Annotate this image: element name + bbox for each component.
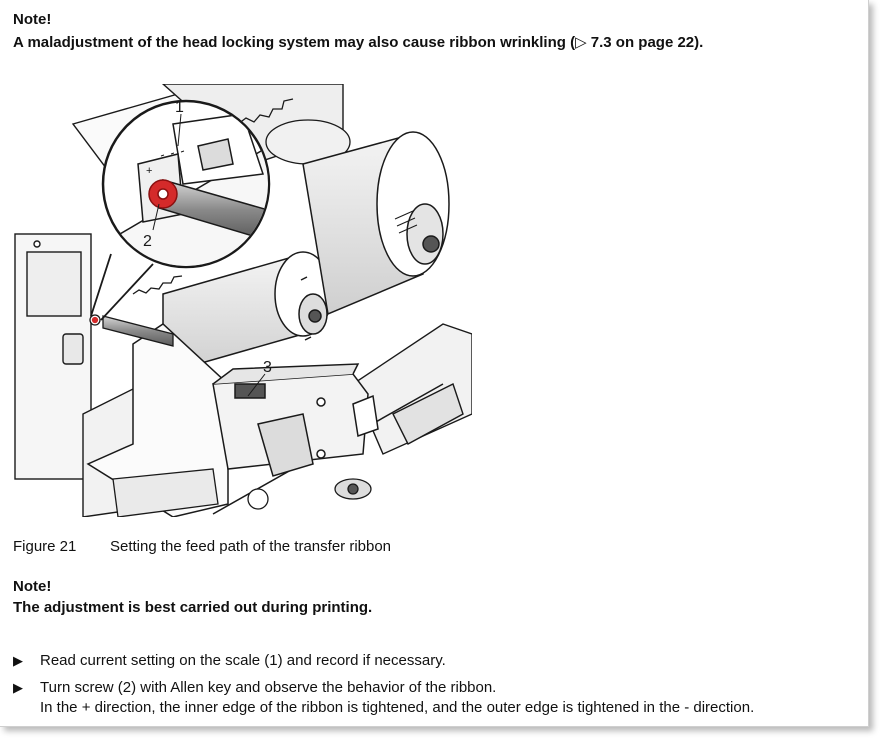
svg-text:+: + <box>146 165 152 177</box>
callout-1: 1 <box>175 99 184 116</box>
ribbon-deflection-shaft <box>89 314 174 347</box>
figure-number: Figure 21 <box>13 538 77 555</box>
note-text-2: The adjustment is best carried out durin… <box>13 599 373 616</box>
figure-caption-text: Setting the feed path of the transfer ri… <box>110 538 392 555</box>
note-heading: Note! <box>13 11 52 28</box>
printer-ribbon-diagram: + 1 2 3 <box>14 84 472 517</box>
callout-3: 3 <box>263 359 272 376</box>
note-text: A maladjustment of the head locking syst… <box>13 34 704 51</box>
step-text-continued: In the + direction, the inner edge of th… <box>40 699 755 716</box>
note-heading-2: Note! <box>13 578 52 595</box>
step-item: ▶ Turn screw (2) with Allen key and obser… <box>13 678 754 718</box>
detail-magnifier: + <box>90 99 271 397</box>
bullet-triangle-icon: ▶ <box>13 680 23 695</box>
callout-2: 2 <box>143 233 152 250</box>
step-text: Turn screw (2) with Allen key and observ… <box>40 679 497 696</box>
lower-ribbon-roll <box>162 251 332 375</box>
print-head-assembly <box>212 363 379 477</box>
upper-ribbon-roll <box>302 131 450 316</box>
gear-wheel <box>132 98 351 295</box>
step-text: Read current setting on the scale (1) an… <box>40 652 446 669</box>
figure-caption: Figure 21 Setting the feed path of the tr… <box>13 538 391 555</box>
bullet-triangle-icon: ▶ <box>13 653 23 668</box>
lower-mechanics <box>112 468 372 517</box>
document-page: Note! A maladjustment of the head lockin… <box>0 0 869 727</box>
figure-illustration: + 1 2 3 <box>13 84 472 517</box>
step-item: ▶ Read current setting on the scale (1) a… <box>13 651 446 671</box>
